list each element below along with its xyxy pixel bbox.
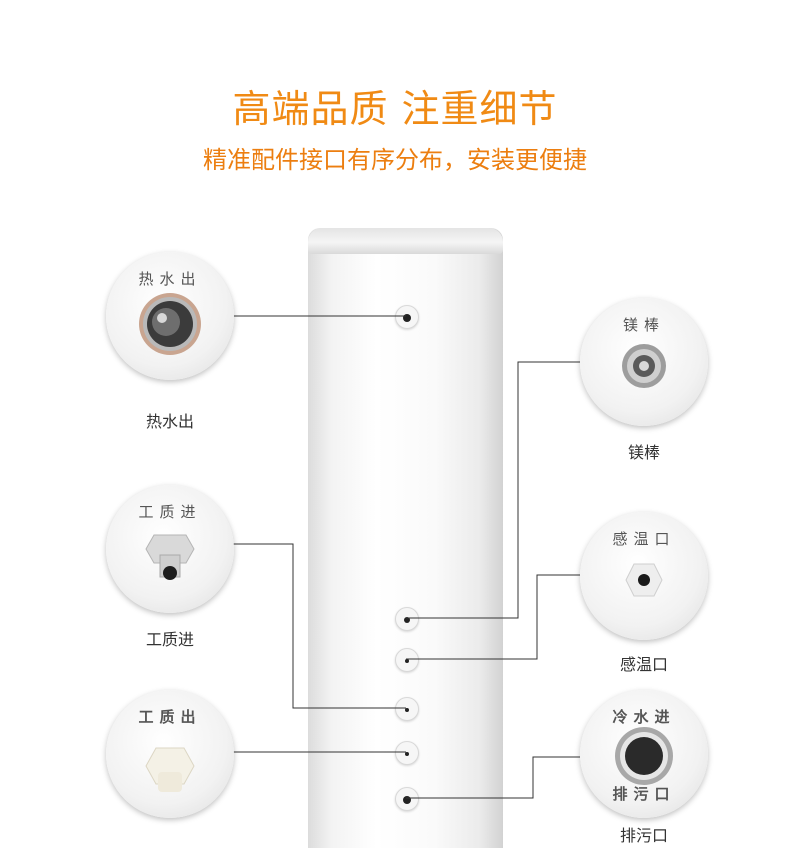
working-fluid-in-fitting-icon bbox=[145, 534, 195, 580]
ring-text-hot-water-out: 热水出 bbox=[138, 270, 202, 288]
detail-cold-water-in: 冷水进 排污口 bbox=[580, 690, 708, 818]
magnesium-rod-fitting-icon bbox=[622, 344, 666, 388]
page-title: 高端品质 注重细节 bbox=[232, 87, 558, 131]
ring-text-working-fluid-in: 工质进 bbox=[138, 503, 202, 521]
tank-port-working-fluid-out bbox=[395, 741, 419, 765]
detail-temp-sensor: 感温口 bbox=[580, 512, 708, 640]
label-working-fluid-in: 工质进 bbox=[145, 630, 194, 649]
ring-text-cold-water-in: 冷水进 bbox=[612, 708, 676, 726]
label-magnesium-rod: 镁棒 bbox=[627, 443, 660, 462]
cold-water-fitting-icon bbox=[615, 727, 673, 785]
working-fluid-out-cap-icon bbox=[145, 747, 195, 792]
label-drain: 排污口 bbox=[619, 826, 668, 845]
label-temp-sensor: 感温口 bbox=[619, 655, 668, 674]
ring-text-drain: 排污口 bbox=[612, 785, 676, 803]
tank-port-temp-sensor bbox=[395, 648, 419, 672]
temp-sensor-fitting-icon bbox=[625, 563, 663, 597]
tank-port-magnesium-rod bbox=[395, 607, 419, 631]
page-subtitle: 精准配件接口有序分布，安装更便捷 bbox=[203, 146, 587, 174]
tank-port-working-fluid-in bbox=[395, 697, 419, 721]
detail-working-fluid-in: 工质进 bbox=[106, 485, 234, 613]
ring-text-working-fluid-out: 工质出 bbox=[138, 708, 202, 726]
tank-top-cap bbox=[308, 228, 503, 254]
detail-magnesium-rod: 镁棒 bbox=[580, 298, 708, 426]
detail-working-fluid-out: 工质出 bbox=[106, 690, 234, 818]
tank-port-cold-water-in bbox=[395, 787, 419, 811]
ring-text-temp-sensor: 感温口 bbox=[612, 530, 676, 548]
tank-port-hot-water-out bbox=[395, 305, 419, 329]
label-hot-water-out: 热水出 bbox=[145, 412, 194, 431]
ring-text-magnesium-rod: 镁棒 bbox=[622, 316, 665, 334]
detail-hot-water-out: 热水出 bbox=[106, 252, 234, 380]
hot-water-fitting-icon bbox=[139, 293, 201, 355]
